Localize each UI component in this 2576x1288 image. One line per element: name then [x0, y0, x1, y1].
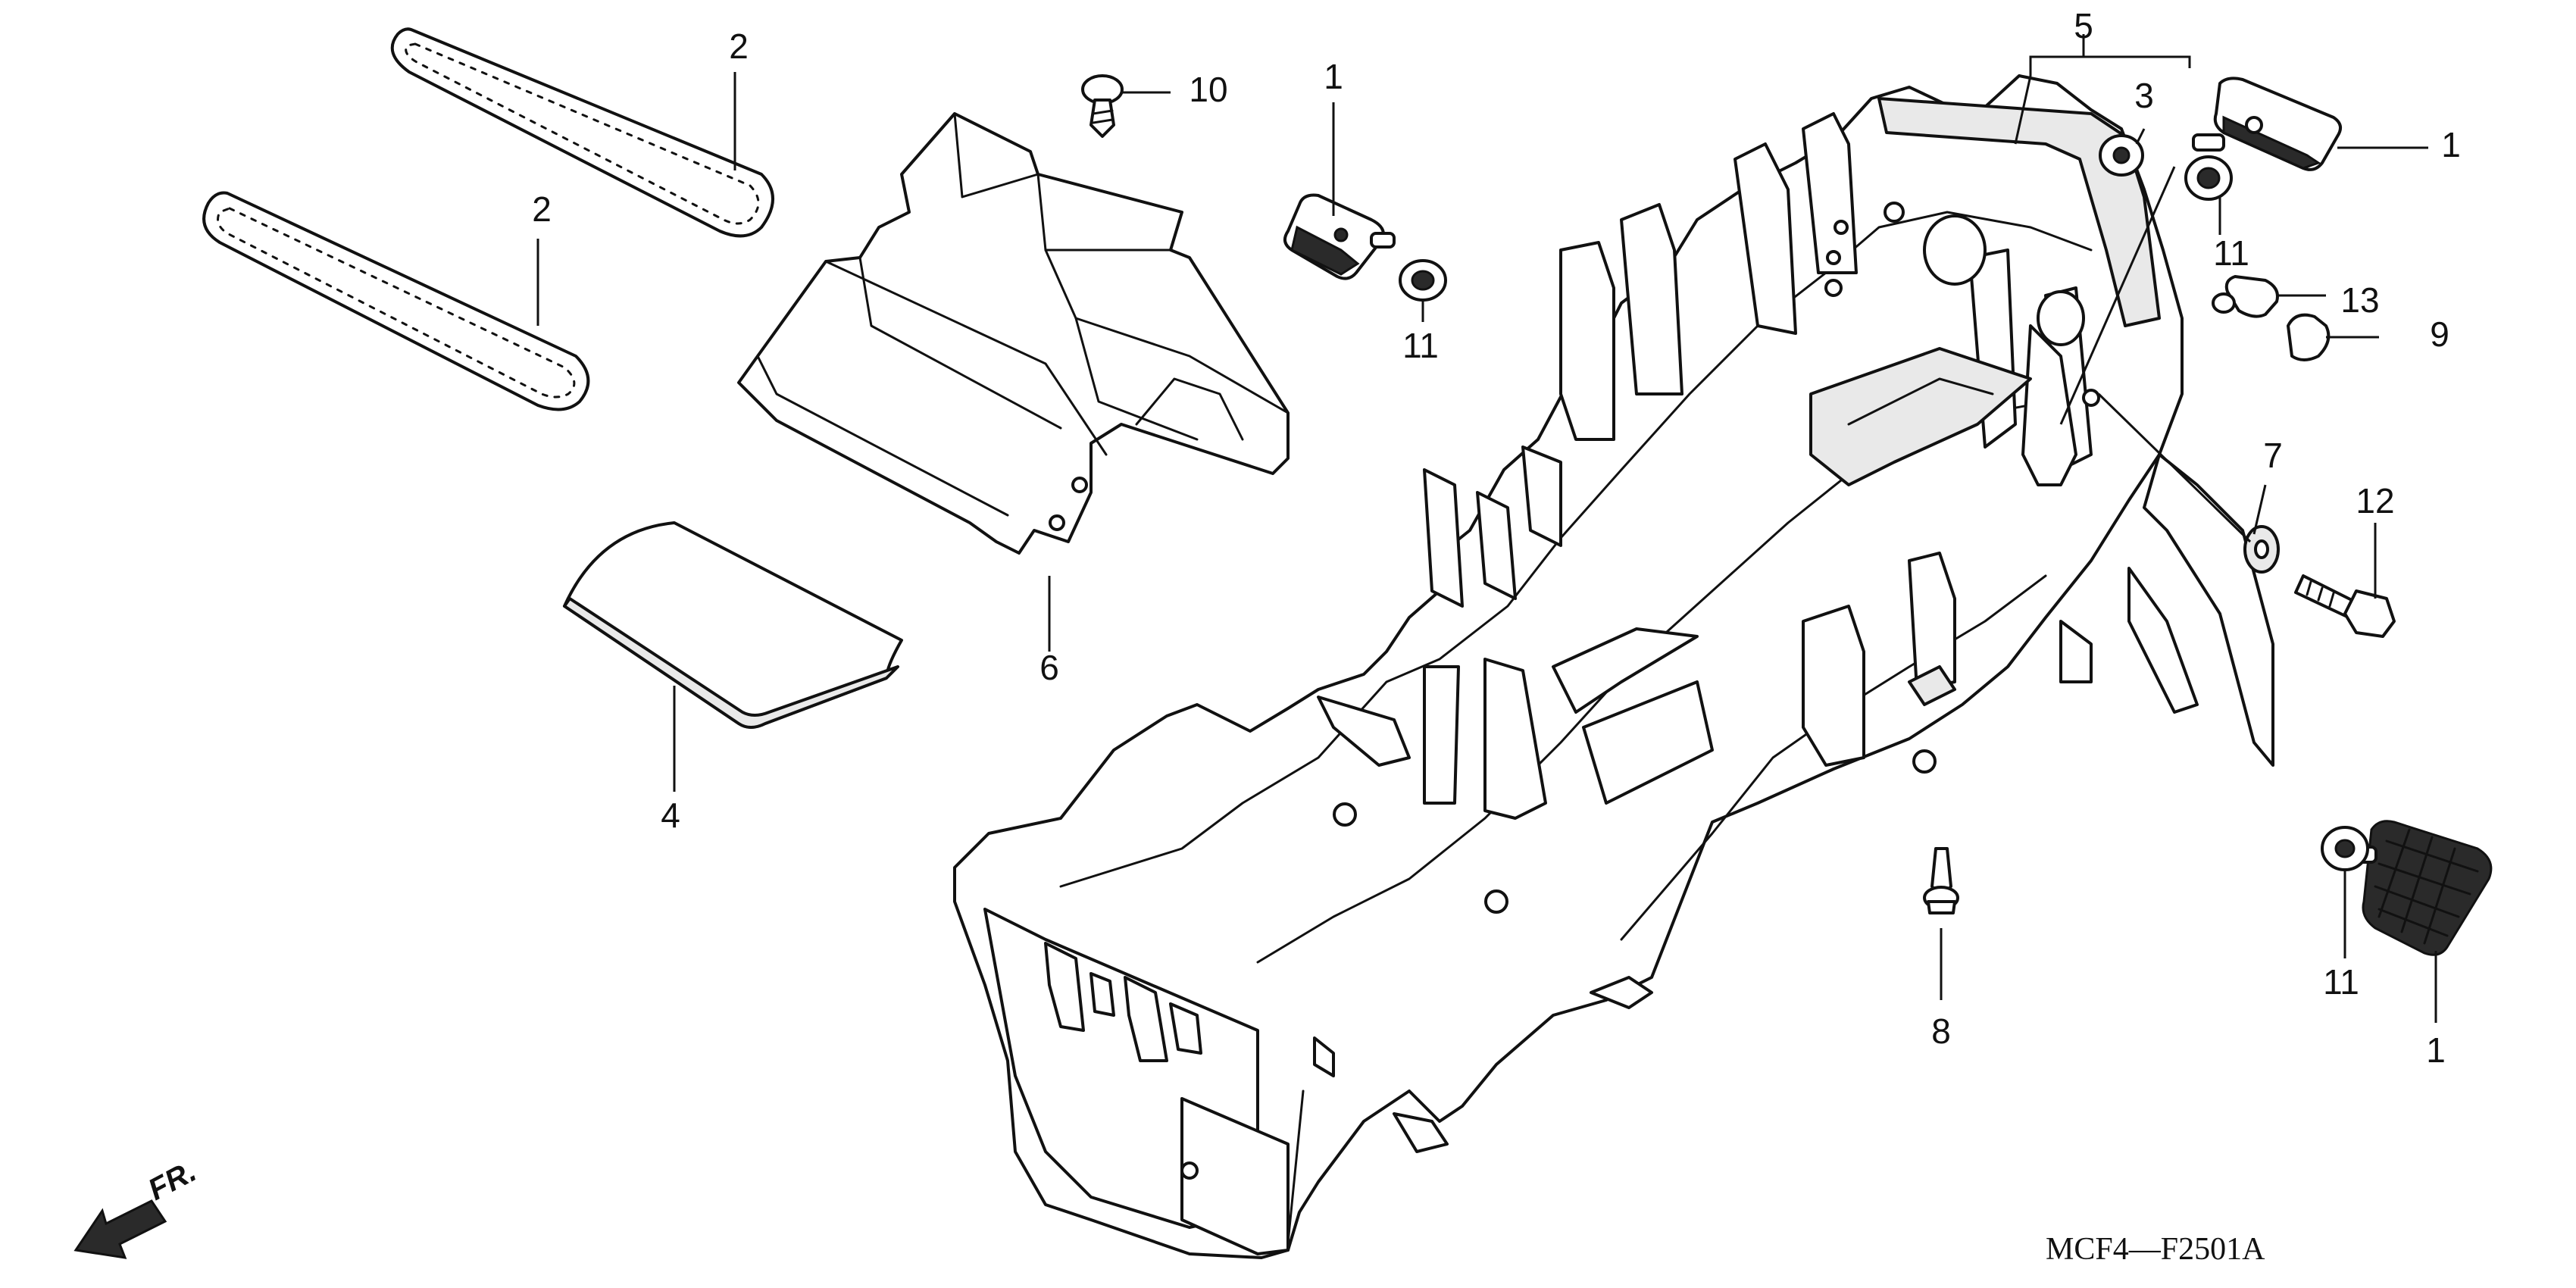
callout-3: 3 [2134, 76, 2154, 115]
rubber-block-left [1283, 193, 1396, 280]
callout-13: 13 [2340, 280, 2379, 320]
callout-2-lower: 2 [532, 189, 552, 229]
grommet-left [1399, 259, 1447, 302]
diagram-code: MCF4—F2501A [2046, 1232, 2265, 1267]
callout-6: 6 [1039, 648, 1059, 687]
seal-strip-upper [390, 27, 774, 238]
grommet-lower [2321, 826, 2369, 871]
callout-10: 10 [1189, 70, 1227, 109]
screw-part [1081, 74, 1124, 138]
callout-labels: 2 2 4 6 10 1 11 5 3 1 11 13 9 7 12 8 11 … [532, 6, 2461, 1070]
callout-2-upper: 2 [729, 27, 749, 66]
rubber-pad-lower [2347, 820, 2493, 956]
bolt-part [2294, 574, 2396, 638]
callout-1-upper-right: 1 [2441, 125, 2461, 164]
clip-part [2212, 275, 2279, 318]
callout-11-lower: 11 [2323, 962, 2359, 1002]
grommet-right [2184, 155, 2233, 201]
callout-11-left: 11 [1402, 326, 1439, 365]
front-direction-label: FR. [143, 1155, 202, 1207]
callout-7: 7 [2263, 436, 2283, 475]
leader-lines [536, 34, 2437, 1023]
washer-part [2243, 525, 2280, 574]
callout-1-upper-left: 1 [1324, 57, 1343, 96]
rubber-block-right [2192, 77, 2342, 171]
seal-strip-lower [202, 191, 590, 411]
cover-bracket [737, 112, 1290, 555]
callout-4: 4 [661, 796, 680, 835]
callout-5: 5 [2074, 6, 2093, 45]
small-screw-part [1923, 847, 1959, 914]
collar-part [2099, 134, 2144, 177]
cap-part [2287, 313, 2331, 361]
front-direction-arrow: FR. [73, 1155, 202, 1259]
callout-12: 12 [2356, 481, 2394, 521]
callout-8: 8 [1931, 1011, 1951, 1051]
callout-11-right: 11 [2213, 233, 2249, 273]
pad-part [563, 521, 903, 729]
callout-1-lower: 1 [2426, 1030, 2446, 1070]
callout-9: 9 [2430, 314, 2449, 354]
